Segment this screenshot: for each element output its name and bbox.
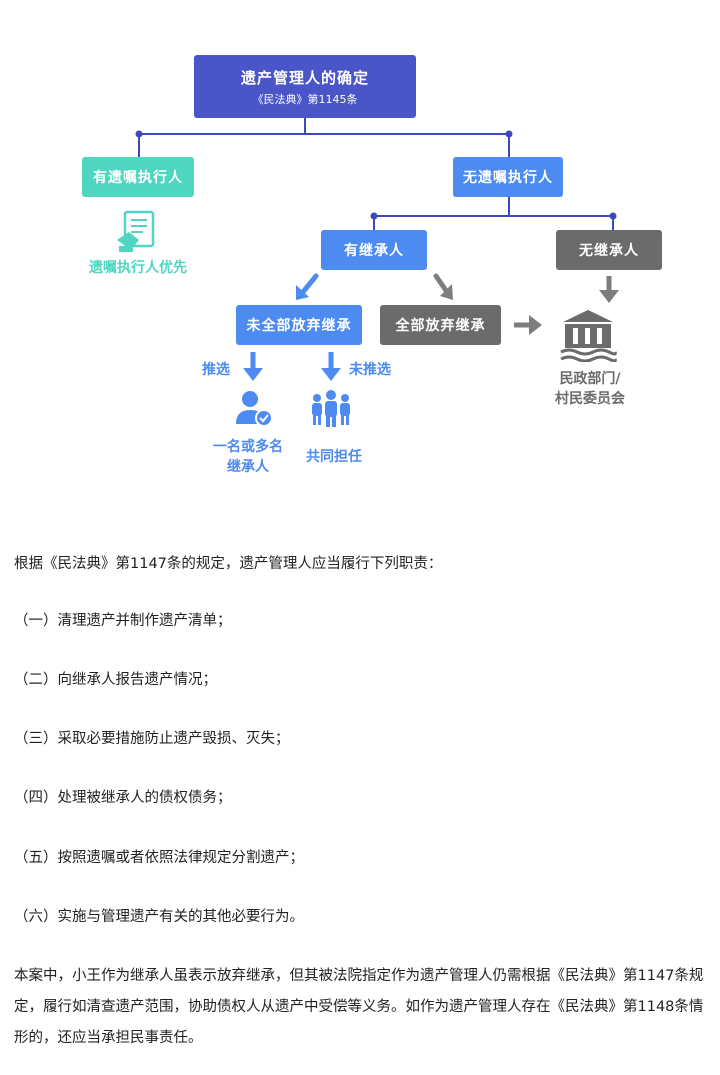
root-box: 遗产管理人的确定 《民法典》第1145条 <box>194 55 416 118</box>
all-waive-label: 全部放弃继承 <box>395 318 486 334</box>
with-executor-label: 有遗嘱执行人 <box>93 170 183 186</box>
root-subtitle: 《民法典》第1145条 <box>252 92 358 106</box>
duty-item: （一）清理遗产并制作遗产清单； <box>14 613 232 629</box>
group-people-icon <box>312 390 350 427</box>
duty-item: （二）向继承人报告遗产情况； <box>14 672 217 688</box>
duty-item: （六）实施与管理遗产有关的其他必要行为。 <box>14 909 304 925</box>
elect-result-label: 一名或多名 继承人 <box>200 437 296 477</box>
arrow-down-blue-not-elect <box>321 352 341 381</box>
arrow-down-gray <box>599 276 619 303</box>
root-title: 遗产管理人的确定 <box>240 68 369 87</box>
connector-lines <box>135 118 619 381</box>
without-executor-label: 无遗嘱执行人 <box>463 170 553 186</box>
not-all-waive-box: 未全部放弃继承 <box>236 305 362 345</box>
civil-affairs-label: 民政部门/ 村民委员会 <box>540 369 640 409</box>
elect-result-line2: 继承人 <box>227 459 269 475</box>
joint-label: 共同担任 <box>306 449 362 465</box>
government-building-icon <box>560 310 617 362</box>
no-heir-label: 无继承人 <box>579 243 639 259</box>
all-waive-box: 全部放弃继承 <box>380 305 501 345</box>
not-elect-label: 未推选 <box>349 362 391 378</box>
civil-affairs-line2: 村民委员会 <box>555 391 625 407</box>
article-conclusion: 本案中，小王作为继承人虽表示放弃继承，但其被法院指定作为遗产管理人仍需根据《民法… <box>14 968 704 1046</box>
with-heir-label: 有继承人 <box>344 243 404 259</box>
person-check-icon <box>236 391 273 427</box>
no-heir-box: 无继承人 <box>556 230 662 270</box>
with-heir-box: 有继承人 <box>321 230 427 270</box>
arrow-down-right <box>433 273 453 300</box>
civil-affairs-line1: 民政部门/ <box>559 371 621 387</box>
duty-item: （五）按照遗嘱或者依照法律规定分割遗产； <box>14 850 304 866</box>
arrow-down-blue-elect <box>243 352 263 381</box>
elect-result-line1: 一名或多名 <box>213 439 283 455</box>
with-executor-box: 有遗嘱执行人 <box>82 157 194 197</box>
flowchart: 遗产管理人的确定 《民法典》第1145条 有遗嘱执行人 无遗嘱执行人 遗嘱执行人… <box>0 0 720 530</box>
without-executor-box: 无遗嘱执行人 <box>453 157 563 197</box>
will-document-icon <box>117 210 155 252</box>
article-intro: 根据《民法典》第1147条的规定，遗产管理人应当履行下列职责： <box>14 556 443 572</box>
executor-priority-label: 遗嘱执行人优先 <box>89 260 187 276</box>
arrow-down-left <box>296 273 319 300</box>
elect-label: 推选 <box>202 362 230 378</box>
duty-item: （四）处理被继承人的债权债务； <box>14 790 232 806</box>
arrow-right-gray <box>514 315 542 335</box>
not-all-waive-label: 未全部放弃继承 <box>246 318 352 334</box>
duty-item: （三）采取必要措施防止遗产毁损、灭失； <box>14 731 290 747</box>
